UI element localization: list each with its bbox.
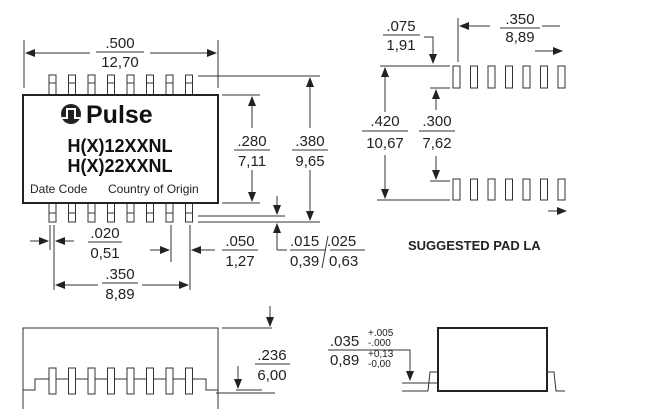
dim-side-height-mm: 6,00 (257, 367, 286, 384)
pin (87, 367, 96, 395)
dim-width-mm: 12,70 (101, 54, 139, 71)
pin (87, 74, 96, 96)
part-number-1: H(X)12XXNL (67, 136, 172, 156)
pad (505, 178, 513, 201)
brand-logo-text: Pulse (86, 101, 153, 129)
pad-span-in: .350 (505, 11, 534, 28)
pad (487, 178, 496, 201)
pad (522, 65, 531, 89)
dim-pin-length-in-min: .015 (290, 233, 319, 250)
dim-overall-height-mm: 9,65 (295, 153, 324, 170)
dim-standoff-mm-tol-minus: -0,00 (368, 359, 391, 370)
pin (68, 367, 76, 395)
dim-pin-length-in-max: .025 (327, 233, 356, 250)
pad (487, 65, 496, 89)
pin (48, 74, 57, 96)
dim-standoff-in: .035 (330, 333, 359, 350)
dim-width-in: .500 (105, 35, 134, 52)
pin (126, 74, 135, 96)
pad (557, 65, 566, 89)
dim-pin-width-mm: 0,51 (90, 245, 119, 262)
dim-pin-length-mm-max: 0,63 (329, 253, 358, 270)
bottom-pins (48, 202, 193, 223)
end-view: .035 +.005 -.000 0,89 +0,13 -0,00 (328, 327, 565, 392)
pin (185, 367, 193, 395)
pad (470, 65, 478, 89)
dim-standoff-in-tol-minus: -.000 (368, 338, 391, 349)
pad-layout: .075 1,91 .350 8,89 .420 10,67 .300 7,62… (362, 11, 567, 253)
pads-bottom-row (452, 178, 566, 201)
dim-body-height-mm: 7,11 (238, 153, 266, 170)
side-view: .236 6,00 (22, 306, 290, 409)
dim-pin-pitch-mm: 1,27 (225, 253, 254, 270)
pad-outer-in: .420 (370, 113, 399, 130)
pin (107, 367, 115, 395)
pulse-logo-icon (61, 104, 81, 124)
pad (557, 178, 566, 201)
dim-pin-width-in: .020 (90, 225, 119, 242)
dim-standoff-mm: 0,89 (330, 352, 359, 369)
pad-span-mm: 8,89 (505, 29, 534, 46)
pad (540, 65, 548, 89)
pad (452, 65, 461, 89)
country-label: Country of Origin (108, 182, 199, 196)
pin (165, 74, 174, 96)
pin (126, 367, 135, 395)
pad-layout-title: SUGGESTED PAD LA (408, 238, 541, 253)
pin (68, 74, 76, 96)
date-code-label: Date Code (30, 182, 88, 196)
part-number-2: H(X)22XXNL (67, 156, 172, 176)
pad-inner-mm: 7,62 (422, 135, 451, 152)
dim-pin-pitch-in: .050 (225, 233, 254, 250)
pad-outer-mm: 10,67 (366, 135, 404, 152)
pad (505, 65, 513, 89)
dim-overall-height-in: .380 (295, 133, 324, 150)
dim-body-height-in: .280 (237, 133, 266, 150)
pin (107, 74, 115, 96)
component-body (22, 94, 219, 204)
pad (470, 178, 478, 201)
side-pins (48, 367, 193, 395)
pin (48, 367, 57, 395)
pin (165, 367, 174, 395)
pad-length-mm: 1,91 (386, 37, 415, 54)
pin (146, 367, 154, 395)
pad (452, 178, 461, 201)
dim-standoff-mm-tol-plus: +0,13 (368, 349, 394, 360)
pad-inner-in: .300 (422, 113, 451, 130)
dim-side-height-in: .236 (257, 347, 286, 364)
dim-pin-span-mm: 8,89 (105, 286, 134, 303)
pad (522, 178, 531, 201)
dim-standoff-in-tol-plus: +.005 (368, 328, 394, 339)
dim-pin-length-mm-min: 0,39 (290, 253, 319, 270)
pads-top-row (452, 65, 566, 89)
top-view: Pulse H(X)12XXNL H(X)22XXNL Date Code Co… (22, 35, 365, 303)
top-pins (48, 74, 193, 96)
pad (540, 178, 548, 201)
pad-length-in: .075 (386, 18, 415, 35)
pin (146, 74, 154, 96)
pin (185, 74, 193, 96)
dim-pin-span-in: .350 (105, 266, 134, 283)
